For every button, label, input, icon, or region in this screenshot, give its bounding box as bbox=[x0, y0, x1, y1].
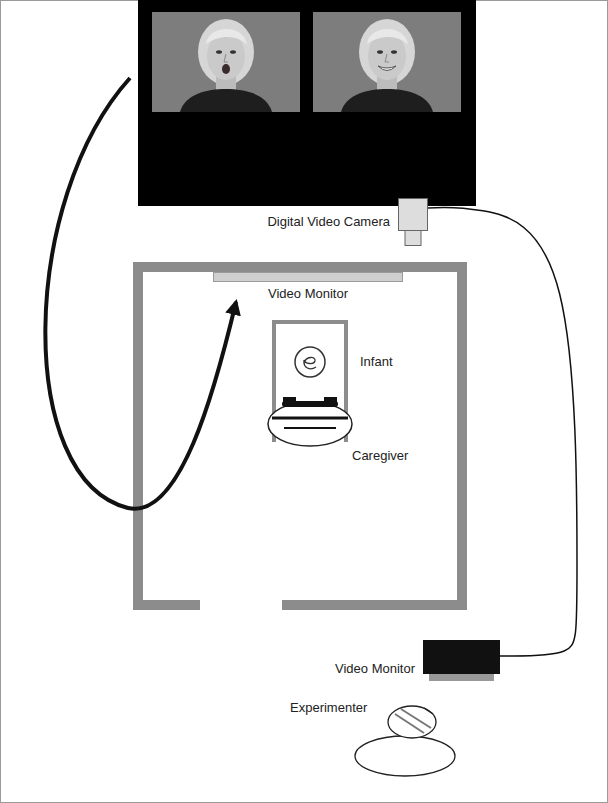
caregiver-figure bbox=[268, 397, 352, 446]
device-label: Video Monitor bbox=[268, 286, 348, 302]
experimenter-label-holder: Experimenter bbox=[290, 700, 367, 716]
camera-icon-outline bbox=[398, 198, 428, 246]
monitor-icon-outline bbox=[423, 640, 500, 681]
infant-label-holder: Infant bbox=[360, 354, 393, 370]
room-walls bbox=[133, 262, 467, 610]
experimenter-figure bbox=[355, 706, 455, 776]
stimulus-display bbox=[138, 0, 476, 206]
monitor-icon: Video Monitor bbox=[423, 640, 500, 681]
camera-icon: Digital Video Camera bbox=[398, 198, 428, 246]
stimulus-arrow bbox=[45, 78, 236, 509]
caregiver-label: Caregiver bbox=[352, 448, 408, 464]
device-label: Video Monitor bbox=[335, 661, 415, 677]
monitor-bar-outline bbox=[213, 272, 403, 282]
infant-figure bbox=[295, 347, 325, 377]
face-smiling bbox=[313, 12, 461, 112]
experimenter-label: Experimenter bbox=[290, 700, 367, 716]
caregiver-label-holder: Caregiver bbox=[352, 448, 408, 464]
device-label: Digital Video Camera bbox=[267, 214, 390, 230]
face-open-mouth bbox=[152, 12, 300, 112]
monitor-bar: Video Monitor bbox=[213, 272, 403, 282]
infant-label: Infant bbox=[360, 354, 393, 370]
video-cable bbox=[428, 207, 577, 656]
